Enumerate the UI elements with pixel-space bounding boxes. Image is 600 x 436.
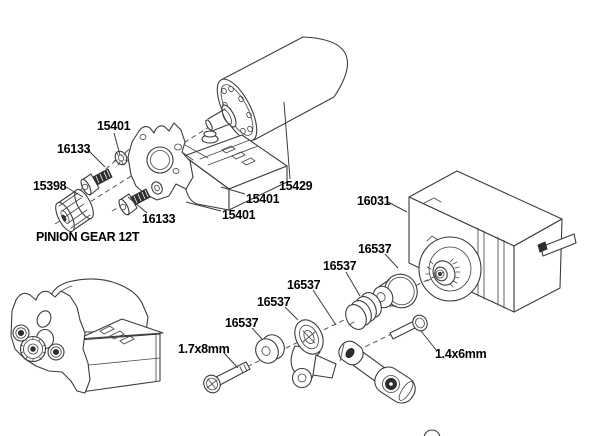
tray-slots <box>199 139 259 166</box>
size-label-1-7x8mm: 1.7x8mm <box>178 342 230 356</box>
page-edge-circle <box>423 429 441 436</box>
part-label-15401-tray-b: 15401 <box>222 208 256 222</box>
caption-pinion-gear-12t: PINION GEAR 12T <box>36 230 140 244</box>
part-label-16537-spring: 16537 <box>323 259 357 273</box>
size-label-1-4x6mm: 1.4x6mm <box>435 347 487 361</box>
motor-drawing <box>201 36 349 144</box>
servo-mount-tab-drawing <box>537 233 577 257</box>
screw-1-7x8mm-drawing <box>203 361 251 394</box>
servo-saver-arm-drawing <box>290 319 337 389</box>
spline-teeth <box>425 258 461 288</box>
washer-drawing <box>113 150 129 166</box>
servo-drawing <box>408 170 577 313</box>
servo-output-boss-drawing <box>418 235 482 302</box>
part-label-16031-servo: 16031 <box>357 194 391 208</box>
part-label-16537-cap: 16537 <box>358 242 392 256</box>
motor-shaft-drawing <box>205 108 231 132</box>
part-label-16537-arm: 16537 <box>257 295 291 309</box>
servo-saver-washer-drawing <box>255 334 285 364</box>
steering-link-drawing <box>338 340 416 404</box>
pinion-gear-drawing <box>55 188 94 233</box>
part-label-15401-tray-a: 15401 <box>246 192 280 206</box>
part-label-16537-link: 16537 <box>287 278 321 292</box>
screw-1-4x6mm-drawing <box>389 314 428 340</box>
part-label-15398-pinion: 15398 <box>33 179 67 193</box>
assembled-motor-mount-drawing <box>10 278 164 394</box>
phillips-cross <box>206 378 218 390</box>
assembled-pinion-gear-drawing <box>19 335 47 363</box>
part-label-16133-screw-b: 16133 <box>142 212 176 226</box>
leader-lines <box>65 101 438 369</box>
part-label-16537-washer: 16537 <box>225 316 259 330</box>
washer-drawing-2 <box>151 181 163 195</box>
part-label-15401-washer: 15401 <box>97 119 131 133</box>
servo-saver-cap-drawing <box>372 273 418 309</box>
cap-screw-16133-drawing-2 <box>118 188 151 216</box>
top-assembly-drawing <box>54 36 349 233</box>
part-label-16133-screw-a: 16133 <box>57 142 91 156</box>
motor-standoff-drawing <box>201 130 219 144</box>
part-labels: 15401 16133 15398 16133 PINION GEAR 12T … <box>33 119 487 361</box>
cap-screw-16133-drawing <box>80 168 113 196</box>
part-label-15429-motor: 15429 <box>279 179 313 193</box>
motor-mount-bracket-drawing <box>127 122 209 201</box>
servo-saver-spring-drawing <box>345 292 382 330</box>
assembled-screw-head-drawing <box>12 324 65 361</box>
